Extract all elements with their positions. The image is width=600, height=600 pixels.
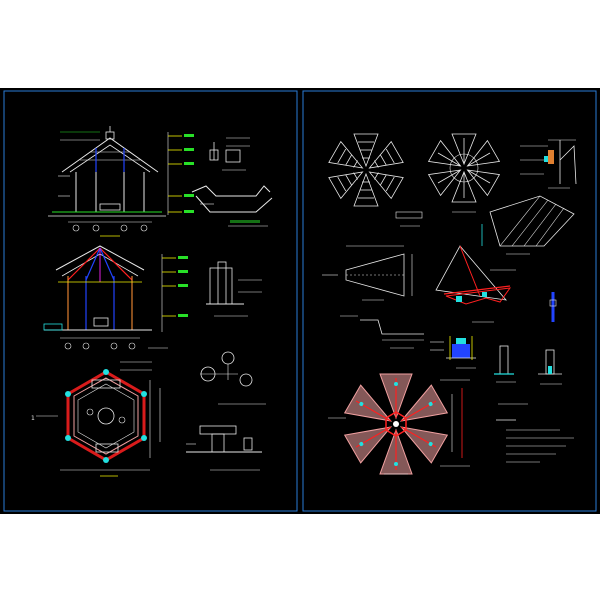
joint-details (430, 336, 562, 385)
front-elevation (48, 126, 166, 237)
roof-segment-isometric (481, 195, 575, 255)
elevation-levels (167, 132, 194, 215)
ridge-detail (209, 137, 250, 171)
bench-detail (186, 425, 262, 471)
column-base-detail (206, 261, 262, 317)
section-1-1 (43, 245, 188, 350)
roof-panel-section (435, 245, 516, 323)
gutter-detail (191, 185, 273, 227)
tie-rod-detail (549, 292, 557, 322)
drawing-background (0, 88, 600, 514)
roof-plan-hatched (328, 133, 423, 227)
tapered-member (322, 245, 413, 301)
right-sheet-frame (302, 90, 597, 512)
plan-number: 1 (31, 415, 35, 422)
hexagon-plan (36, 361, 161, 477)
roof-plan-outline (428, 133, 500, 213)
roof-framing-plan (328, 373, 470, 475)
circle-details (200, 351, 266, 405)
left-sheet-frame (3, 90, 298, 512)
section-2-2 (340, 315, 424, 349)
ridge-cap-detail (520, 139, 577, 189)
notes-block (496, 403, 574, 463)
